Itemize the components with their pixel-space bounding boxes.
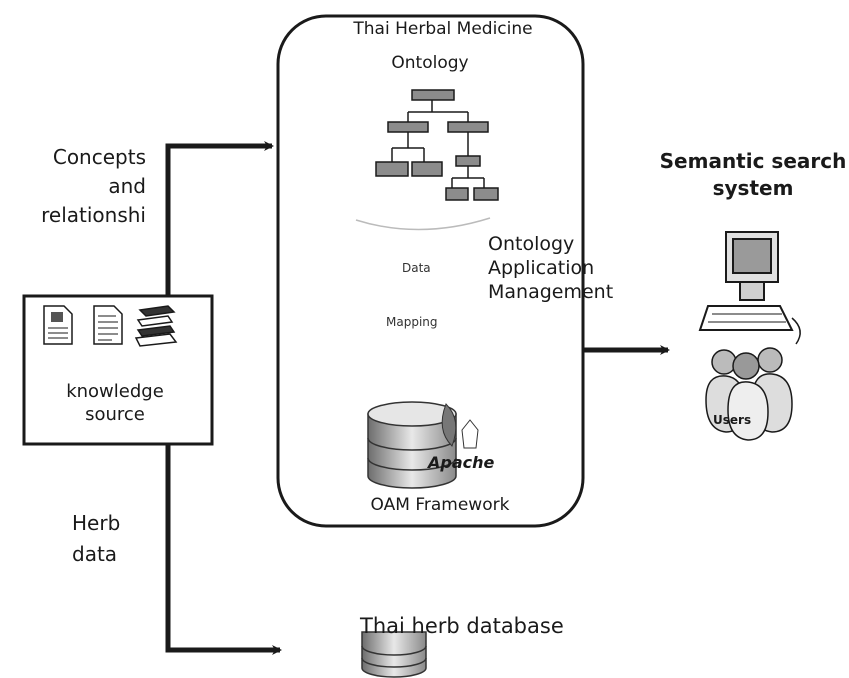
users-label: Users: [713, 413, 752, 427]
concepts-label: Concepts and relationshi: [26, 146, 146, 227]
users-icon: [705, 347, 793, 441]
herb-data-label: Herb data: [72, 512, 120, 566]
computer-icon: [698, 231, 801, 345]
paper-icon: [93, 305, 123, 345]
concepts-line-1: Concepts: [52, 145, 146, 169]
ontology-title: Ontology: [391, 53, 469, 73]
framework-title: Thai Herbal Medicine: [353, 19, 533, 39]
arrow-herb-data: [165, 444, 282, 655]
oam-line-3: Management: [488, 280, 614, 303]
document-icon: [43, 305, 73, 345]
herb-data-line-1: Herb: [72, 511, 121, 535]
database-icon: [361, 631, 427, 678]
oam-label: Ontology Application Management: [488, 233, 614, 304]
oam-line-1: Ontology: [488, 233, 575, 255]
mapping-label: Mapping: [386, 315, 438, 329]
ontology-tree-icon: [375, 89, 499, 201]
framework-label: OAM Framework: [370, 495, 510, 515]
semantic-search-label: Semantic search system: [648, 150, 849, 200]
apache-database-icon: [367, 401, 479, 489]
database-label: Thai herb database: [360, 614, 564, 638]
ontology-underline: [355, 217, 491, 231]
concepts-line-2: and: [108, 174, 146, 198]
framework-box: [276, 14, 585, 528]
semantic-search-line-2: system: [712, 176, 794, 200]
concepts-line-3: relationshi: [41, 203, 146, 227]
oam-line-2: Application: [488, 256, 595, 279]
books-icon: [134, 305, 178, 347]
knowledge-source-label: knowledge source: [40, 381, 190, 425]
herb-data-line-2: data: [72, 542, 118, 566]
apache-label: Apache: [428, 453, 495, 472]
knowledge-source-line-1: knowledge: [66, 381, 164, 402]
data-label: Data: [402, 261, 431, 275]
knowledge-source-line-2: source: [85, 403, 145, 425]
semantic-search-line-1: Semantic search: [659, 149, 847, 173]
arrow-concepts: [165, 141, 274, 296]
